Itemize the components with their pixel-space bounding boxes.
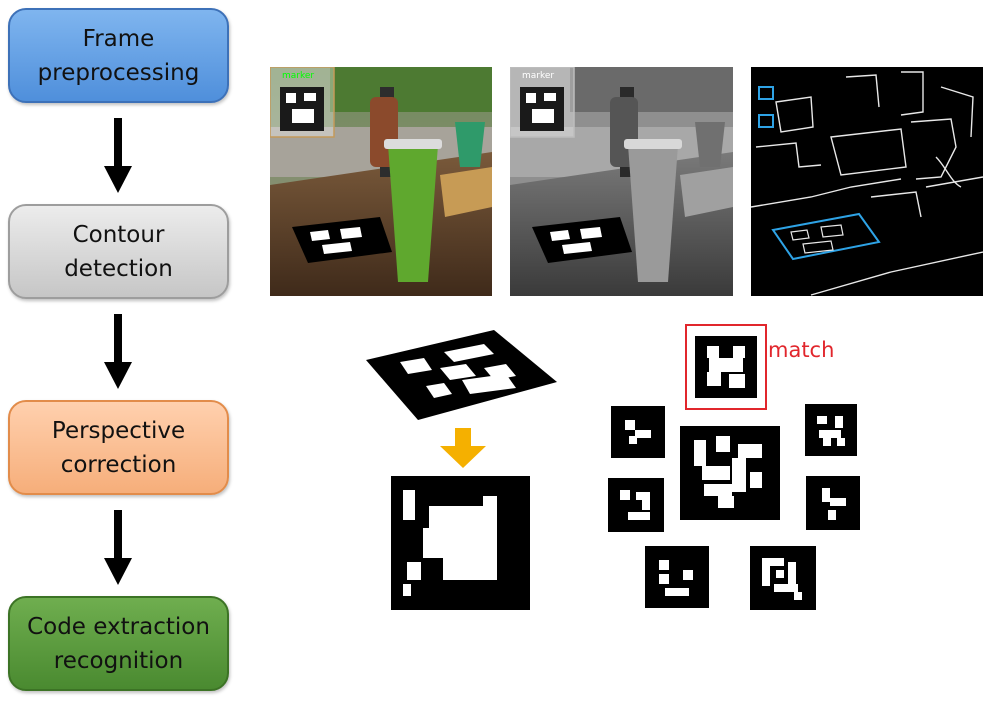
step-label: Contour detection [64,221,173,282]
dictionary-marker [806,476,860,530]
marker-tag: marker [282,71,314,81]
grayscale-frame-image: marker [510,67,733,296]
down-arrow-icon [104,118,132,193]
step-frame-preprocessing: Frame preprocessing [8,8,229,103]
step-contour-detection: Contour detection [8,204,229,299]
dictionary-marker [750,546,816,610]
contour-frame-image [751,67,983,296]
matched-marker [685,324,767,410]
step-perspective-correction: Perspective correction [8,400,229,495]
dictionary-marker-large [680,426,780,520]
step-label: Perspective correction [51,417,186,478]
step-label: Frame preprocessing [37,25,200,86]
match-label: match [768,338,835,362]
correction-arrow-icon [440,428,486,468]
dictionary-marker [805,404,857,456]
down-arrow-icon [104,314,132,389]
distorted-marker [366,330,557,420]
down-arrow-icon [104,510,132,585]
color-frame-image: marker [270,67,492,296]
marker-tag: marker [522,71,554,81]
step-code-extraction-recognition: Code extraction recognition [8,596,229,691]
dictionary-marker [645,546,709,608]
dictionary-marker [608,478,664,532]
step-label: Code extraction recognition [27,613,210,674]
corrected-marker [391,476,530,610]
dictionary-marker [611,406,665,458]
